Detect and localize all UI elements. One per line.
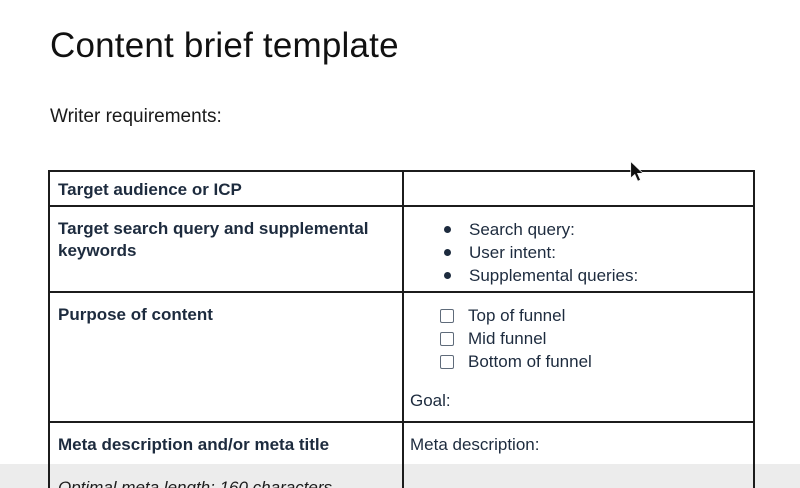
page-title: Content brief template	[50, 26, 399, 65]
row-value-meta[interactable]: Meta description:	[402, 421, 755, 488]
row-label-purpose: Purpose of content	[48, 291, 404, 423]
list-item-label: User intent:	[469, 243, 556, 262]
list-item: User intent:	[410, 241, 745, 264]
bullet-list: Search query: User intent: Supplemental …	[410, 218, 745, 287]
meta-length-note: Optimal meta length: 160 characters	[58, 478, 333, 488]
checkbox-label: Top of funnel	[468, 306, 566, 325]
table-row: Target audience or ICP	[48, 170, 755, 207]
bullet-icon	[444, 272, 451, 279]
page-subtitle: Writer requirements:	[50, 106, 222, 127]
list-item: Search query:	[410, 218, 745, 241]
table-row: Meta description and/or meta title Optim…	[48, 421, 755, 488]
table-row: Target search query and supplemental key…	[48, 205, 755, 293]
goal-label: Goal:	[410, 391, 451, 410]
row-label-target-audience: Target audience or ICP	[48, 170, 404, 207]
content-brief-table: Target audience or ICP Target search que…	[48, 170, 755, 488]
table-row: Purpose of content Top of funnel Mid fun…	[48, 291, 755, 423]
row-value-purpose[interactable]: Top of funnel Mid funnel Bottom of funne…	[402, 291, 755, 423]
checkbox-row-mid-funnel: Mid funnel	[410, 327, 745, 350]
row-label-meta: Meta description and/or meta title Optim…	[48, 421, 404, 488]
list-item-label: Supplemental queries:	[469, 266, 639, 285]
bullet-icon	[444, 226, 451, 233]
bullet-icon	[444, 249, 451, 256]
checkbox-icon[interactable]	[440, 308, 454, 323]
checkbox-icon[interactable]	[440, 354, 454, 369]
checkbox-icon[interactable]	[440, 331, 454, 346]
checkbox-label: Mid funnel	[468, 329, 547, 348]
list-item: Supplemental queries:	[410, 264, 745, 287]
checkbox-label: Bottom of funnel	[468, 352, 592, 371]
list-item-label: Search query:	[469, 220, 575, 239]
row-label-search-query: Target search query and supplemental key…	[48, 205, 404, 293]
meta-description-label: Meta description:	[410, 435, 540, 454]
row-value-target-audience[interactable]	[402, 170, 755, 207]
checkbox-row-top-of-funnel: Top of funnel	[410, 304, 745, 327]
checkbox-row-bottom-of-funnel: Bottom of funnel	[410, 350, 745, 373]
meta-row-title: Meta description and/or meta title	[58, 435, 330, 454]
row-value-search-query[interactable]: Search query: User intent: Supplemental …	[402, 205, 755, 293]
